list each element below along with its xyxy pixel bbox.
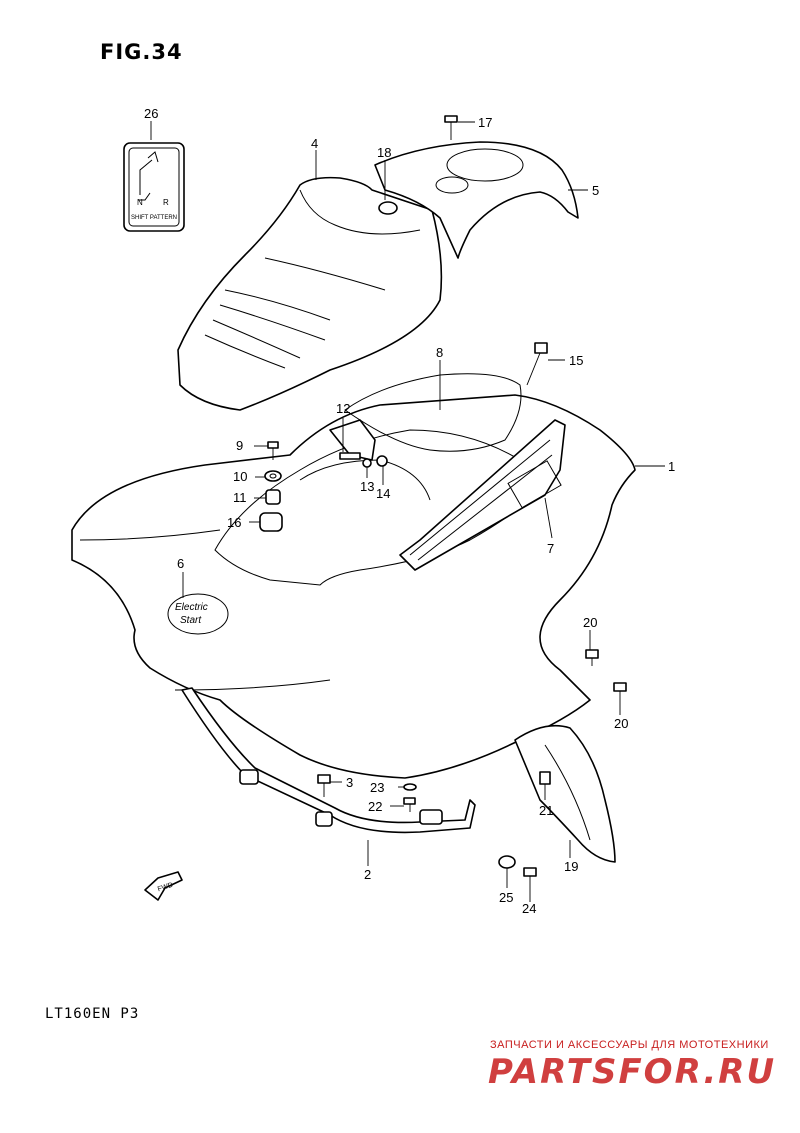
callout-2: 2 <box>364 867 371 882</box>
shift-pattern-label: N R SHIFT PATTERN <box>123 142 185 232</box>
badge-line-1: Electric <box>175 602 208 613</box>
callout-20-upper: 20 <box>583 615 597 630</box>
callout-1: 1 <box>668 459 675 474</box>
hardware-25-nut <box>498 855 516 869</box>
shift-letter-r: R <box>163 198 169 207</box>
callout-10: 10 <box>233 469 247 484</box>
callout-15: 15 <box>569 353 583 368</box>
watermark-tagline: ЗАПЧАСТИ И АКСЕССУАРЫ ДЛЯ МОТОТЕХНИКИ <box>490 1039 769 1051</box>
leader-lines <box>150 121 665 902</box>
hardware-24-bolt <box>523 867 537 892</box>
hardware-20-screw-lower <box>613 682 627 700</box>
callout-18: 18 <box>377 145 391 160</box>
callout-8: 8 <box>436 345 443 360</box>
hardware-17-screw <box>444 115 458 140</box>
callout-3: 3 <box>346 775 353 790</box>
hardware-9-bolt <box>267 441 279 460</box>
hardware-15-bolt <box>526 342 548 386</box>
hardware-18-nut <box>378 201 398 215</box>
callout-22: 22 <box>368 799 382 814</box>
model-code: LT160EN P3 <box>45 1006 140 1022</box>
callout-20-lower: 20 <box>614 716 628 731</box>
watermark-logo: PARTSFOR.RU <box>488 1052 777 1092</box>
callout-6: 6 <box>177 556 184 571</box>
shift-letter-n: N <box>137 198 143 207</box>
hardware-10-washer <box>264 470 282 482</box>
callout-11: 11 <box>233 490 247 505</box>
hardware-23-washer <box>403 783 417 791</box>
figure-title: FIG.34 <box>100 40 183 64</box>
hardware-21-clip <box>539 771 551 785</box>
callout-26: 26 <box>144 106 158 121</box>
badge-line-2: Start <box>180 615 202 626</box>
part-4-front-cover <box>177 176 443 411</box>
hardware-16-grommet <box>259 512 283 532</box>
callout-7: 7 <box>547 541 554 556</box>
callout-25: 25 <box>499 890 513 905</box>
callout-23: 23 <box>370 780 384 795</box>
callout-5: 5 <box>592 183 599 198</box>
part-2-bar <box>181 687 476 834</box>
hardware-3-bolt <box>317 774 331 797</box>
callout-4: 4 <box>311 136 318 151</box>
part-19-mudguard <box>514 724 616 863</box>
callout-24: 24 <box>522 901 536 916</box>
callout-9: 9 <box>236 438 243 453</box>
fwd-label: FWD <box>157 882 174 894</box>
shift-pattern-text: SHIFT PATTERN <box>131 215 177 221</box>
fwd-arrow-icon: FWD <box>144 871 183 901</box>
callout-16: 16 <box>227 515 241 530</box>
callout-12: 12 <box>336 401 350 416</box>
callout-19: 19 <box>564 859 578 874</box>
callout-14: 14 <box>376 486 390 501</box>
callout-17: 17 <box>478 115 492 130</box>
callout-21: 21 <box>539 803 553 818</box>
hardware-22-screw <box>403 797 416 812</box>
part-5-top-cover <box>374 141 579 259</box>
part-7-decal <box>399 419 566 571</box>
hardware-11-collar <box>265 489 281 505</box>
electric-start-decal <box>167 593 229 635</box>
hardware-20-screw-upper <box>585 649 599 666</box>
callout-13: 13 <box>360 479 374 494</box>
